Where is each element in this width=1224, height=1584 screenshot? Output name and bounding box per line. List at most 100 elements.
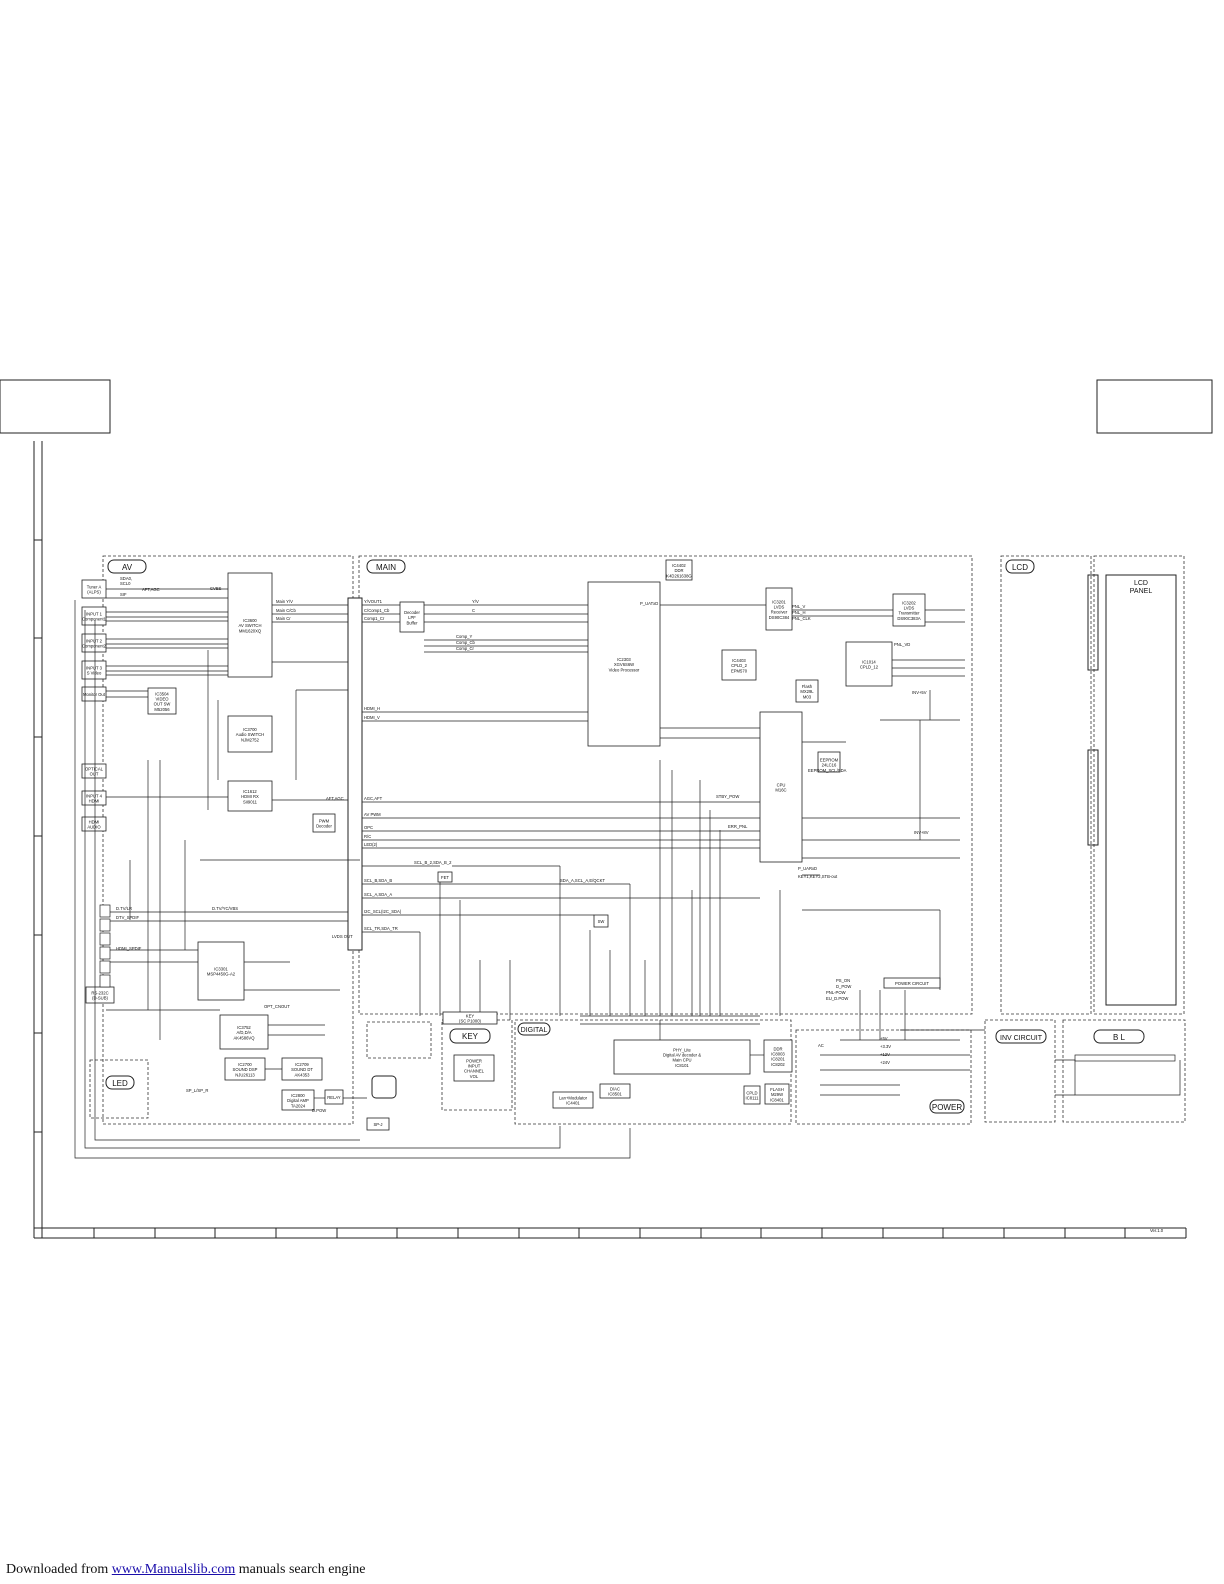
signal-label-54: +3.3V <box>880 1044 891 1049</box>
signal-label-48: INV+8V <box>914 830 929 835</box>
block-power-circuit: POWER CIRCUIT <box>883 977 941 989</box>
lcd-panel-section <box>1093 555 1185 1015</box>
signal-label-22: LED(2) <box>364 842 378 847</box>
connector-marker-3 <box>99 946 111 960</box>
signal-label-15: HDMI_H <box>364 706 380 711</box>
wiring <box>106 588 985 1099</box>
signal-label-21: R/C <box>364 834 371 839</box>
signal-label-1: AFT,AGC <box>142 587 160 592</box>
connector-marker-0 <box>99 904 111 918</box>
block-rs232c: RS-232C(D-SUB) <box>85 986 115 1004</box>
section-tags: AV MAIN LCD DIGITAL KEY LED POWER INV CI… <box>105 559 1145 1114</box>
signal-label-30: D.TV/LR <box>116 906 132 911</box>
lcd-title: LCD <box>1012 563 1028 572</box>
connector-marker-2 <box>99 932 111 946</box>
signal-label-3: CVBS <box>210 586 222 591</box>
signal-label-20: OPC <box>364 825 373 830</box>
signal-label-36: LVDS OUT <box>332 934 353 939</box>
manualslib-link[interactable]: www.Manualslib.com <box>111 1562 236 1577</box>
signal-label-33: OPT_CNOUT <box>264 1004 290 1009</box>
power-title: POWER <box>932 1103 962 1112</box>
signal-label-25: SCL_A,SDA_A <box>364 892 392 897</box>
inv-section <box>984 1019 1056 1123</box>
signal-label-47: INV+5V <box>912 690 927 695</box>
signal-label-4: Main Y/V <box>276 599 293 604</box>
signal-label-52: EU_D.POW <box>826 996 848 1001</box>
connector-marker-1 <box>99 918 111 932</box>
signal-label-9: Comp1_Cr <box>364 616 385 621</box>
block-rs232c-label: RS-232C(D-SUB) <box>91 991 108 1001</box>
corner-box-right <box>1096 379 1213 434</box>
block-sp-j: SP-J <box>366 1117 390 1131</box>
block-key-ic-label: KEY(SC P1000) <box>459 1014 481 1024</box>
left-ruler <box>33 441 43 1238</box>
block-tuner-label: Tuner A(ALPS) <box>87 585 102 595</box>
signal-label-32: HDMI_SPDIF <box>116 946 142 951</box>
digital-title: DIGITAL <box>521 1027 548 1034</box>
signal-label-13: Comp_Cb <box>456 640 476 645</box>
corner-box-left <box>0 379 111 434</box>
signal-label-8: C/Comp1_Cb <box>364 608 390 613</box>
signal-label-26: I2C_SCL(I2C_SDA) <box>364 909 402 914</box>
signal-label-31: DTV_SPDIF <box>116 915 139 920</box>
block-fet-label: FET <box>441 875 449 880</box>
signal-label-2: SIF <box>120 592 127 597</box>
block-relay: RELAY <box>324 1089 344 1105</box>
signal-label-14: Comp_Cr <box>456 646 475 651</box>
av-title: AV <box>122 563 133 572</box>
inv-title: INV CIRCUIT <box>1000 1035 1043 1042</box>
block-sw: SW <box>593 914 609 928</box>
lcd-panel-block <box>1105 574 1177 1006</box>
signal-label-57: AC <box>818 1043 824 1048</box>
signal-label-55: +12V <box>880 1052 890 1057</box>
bottom-wiring <box>74 600 1181 1159</box>
signal-label-29: D.TV/YC/VBS <box>212 906 238 911</box>
signal-label-24: SCL_B,SDA_B <box>364 878 392 883</box>
footer-suffix: manuals search engine <box>235 1562 366 1577</box>
connector-marker-4 <box>99 960 111 974</box>
bl-section <box>1062 1019 1186 1123</box>
signal-label-40: STBY_POW <box>716 794 739 799</box>
signal-label-23: SCL_B_2,SDA_B_2 <box>414 860 452 865</box>
main-section <box>358 555 973 1015</box>
